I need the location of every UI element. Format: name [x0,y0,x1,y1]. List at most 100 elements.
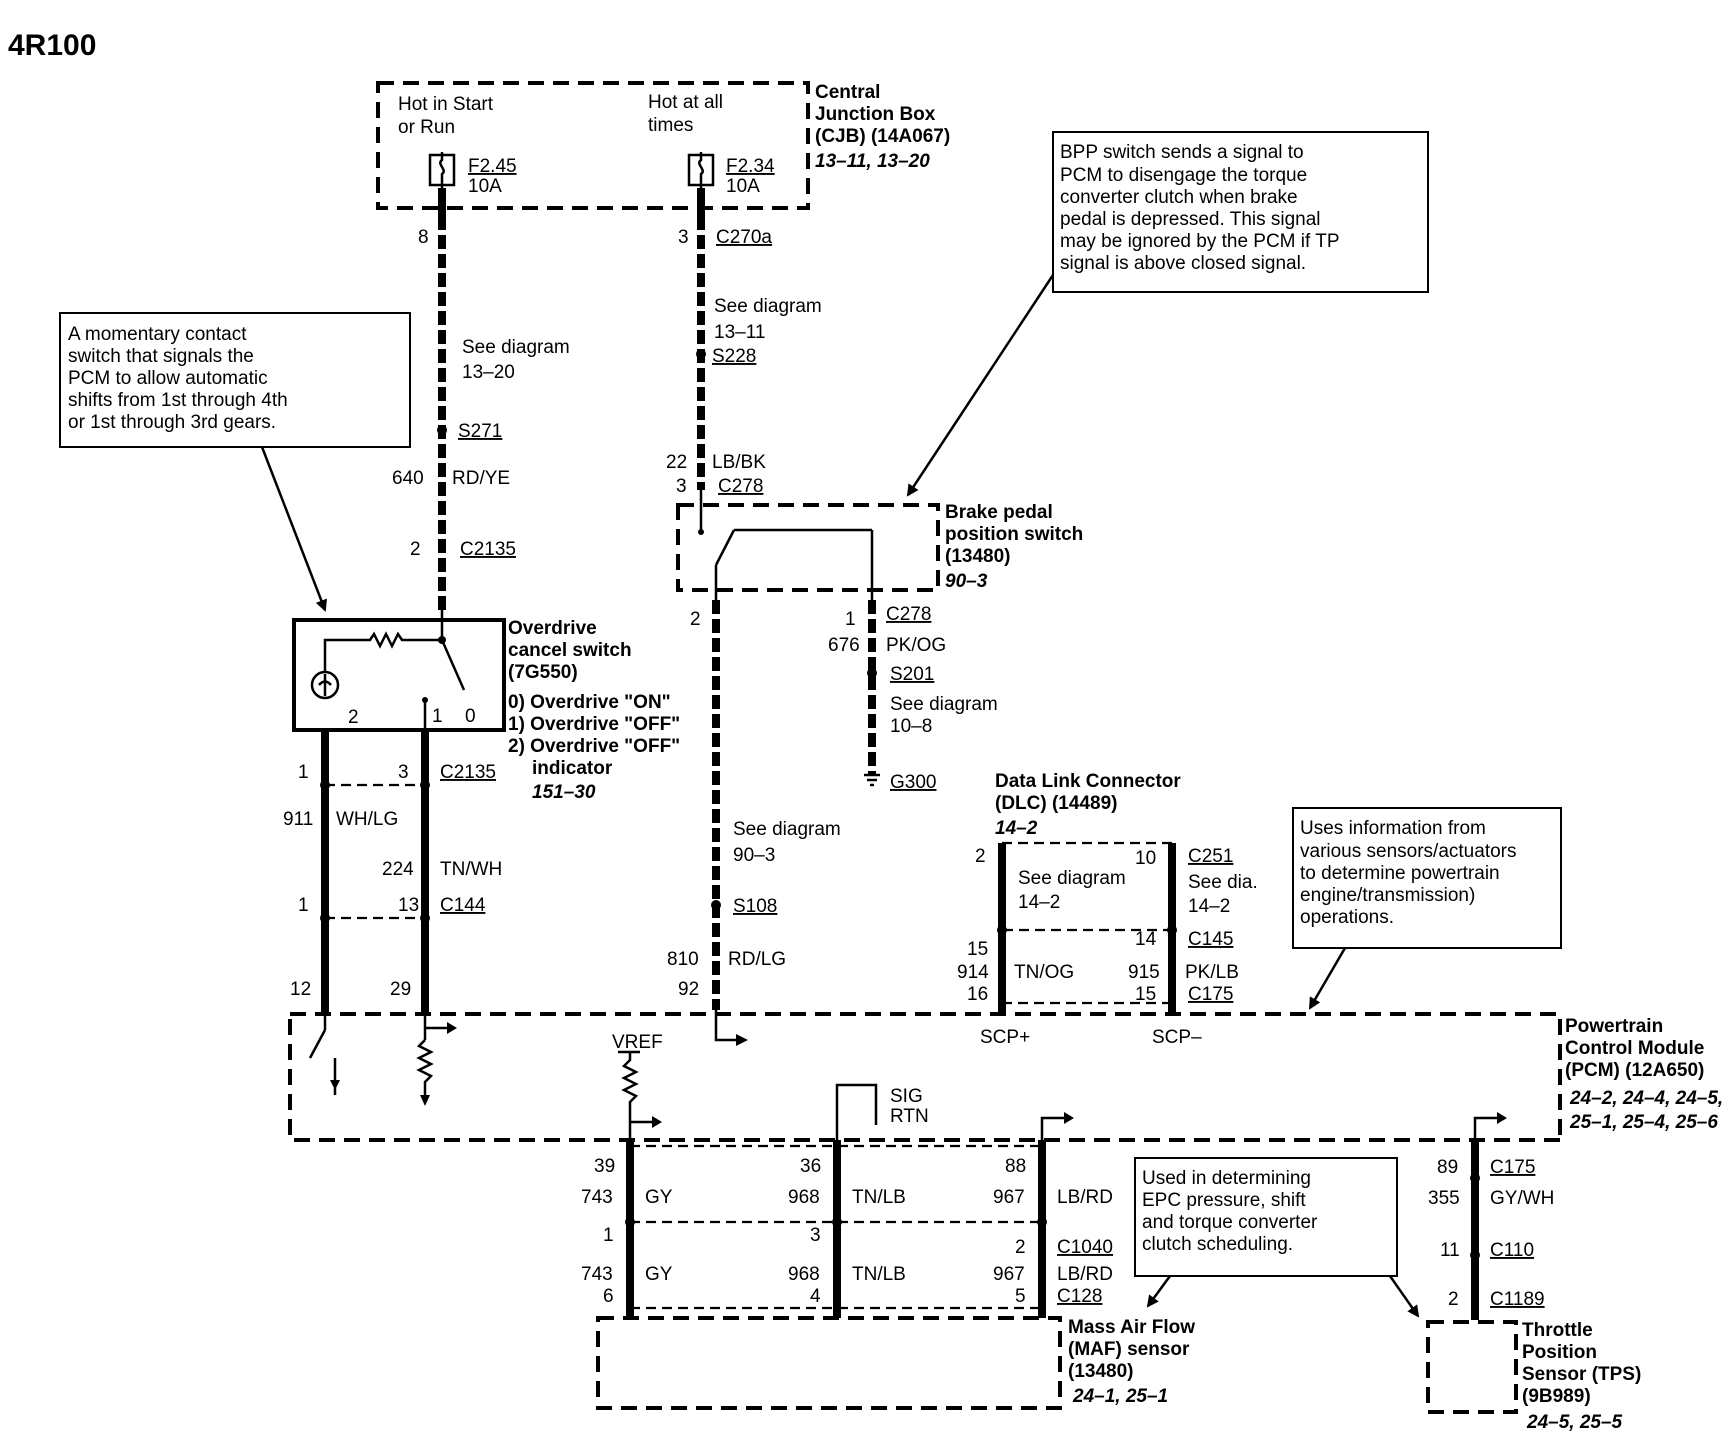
pin-label: 29 [390,979,411,1000]
scp-minus-label: SCP– [1152,1027,1202,1048]
pin-label: 88 [1005,1156,1026,1177]
splice-s201: S201 [890,664,934,685]
wire-color-rdlg: RD/LG [728,949,786,970]
note-bpp-line: pedal is depressed. This signal [1060,209,1321,230]
bpp-switch-label: Brake pedal [945,502,1053,523]
od-pin-1: 1 [432,706,443,727]
pin-label: 16 [967,984,988,1005]
note-momentary-line: A momentary contact [68,324,247,345]
pin-label: 22 [666,452,687,473]
note-momentary-line: or 1st through 3rd gears. [68,412,276,433]
note-bpp-box [1052,131,1429,293]
pin-label: 2 [975,846,986,867]
note-bpp-arrow [906,274,1055,497]
tps-label-3: Sensor (TPS) [1522,1364,1641,1385]
wire-color-rdye: RD/YE [452,468,510,489]
pin-label: 6 [603,1286,614,1307]
circuit-968: 968 [788,1187,820,1208]
pin-label: 11 [1440,1240,1460,1261]
see-diagram-label: See diagram [1018,868,1126,889]
wire-color-pklb: PK/LB [1185,962,1239,983]
pcm-label: Powertrain [1565,1016,1663,1037]
note-epc-arrow [1146,1275,1172,1308]
wire-color-tnlb-b: TN/LB [852,1264,906,1285]
wire-color-gywh: GY/WH [1490,1188,1554,1209]
pin-label: 3 [398,762,409,783]
pin-label: 15 [967,939,988,960]
pin-label: 1 [603,1225,614,1246]
fuse2-name: F2.34 [726,156,775,177]
connector-c251: C251 [1188,846,1233,867]
od-switch-box [292,618,506,732]
note-momentary-box [59,312,411,448]
ground-icon [864,773,880,787]
cjb-hot-all-label: Hot at all [648,92,723,113]
connector-c270a: C270a [716,227,772,248]
see-diagram-label: See diagram [462,337,570,358]
see-diagram-label: See diagram [733,819,841,840]
circuit-640: 640 [392,468,424,489]
maf-label-3: (13480) [1068,1361,1134,1382]
tps-sensor-box [1426,1320,1518,1414]
pin-label: 14 [1135,929,1157,950]
connector-c110: C110 [1490,1240,1534,1261]
cjb-label-2: Junction Box [815,104,936,125]
circuit-810: 810 [667,949,699,970]
sig-rtn-label: SIG [890,1086,923,1107]
fuse-icon [687,152,715,188]
note-pcm-line: to determine powertrain [1300,863,1500,884]
cjb-ref: 13–11, 13–20 [815,151,930,172]
pin-label: 89 [1437,1157,1458,1178]
resistor-icon [416,1039,434,1100]
cjb-hot-all-label-2: times [648,115,693,136]
connector-c2135-b: C2135 [440,762,496,783]
maf-label-2: (MAF) sensor [1068,1339,1190,1360]
circuit-743b: 743 [581,1264,613,1285]
connector-c144: C144 [440,895,486,916]
pcm-label-3: (PCM) (12A650) [1565,1060,1704,1081]
indicator-lamp-icon [310,670,340,700]
circuit-968b: 968 [788,1264,820,1285]
cjb-label-3: (CJB) (14A067) [815,126,950,147]
note-epc-line: clutch scheduling. [1142,1234,1293,1255]
wire-color-whlg: WH/LG [336,809,398,830]
circuit-355: 355 [1428,1188,1460,1209]
connector-c278-b: C278 [886,604,931,625]
dlc-ref: 14–2 [995,818,1038,839]
pin-label: 1 [845,609,856,630]
note-epc-arrow [1388,1275,1420,1318]
see-diagram-ref: 13–20 [462,362,515,383]
see-diagram-ref: 90–3 [733,845,775,866]
connector-c128: C128 [1057,1286,1102,1307]
note-bpp-line: PCM to disengage the torque [1060,165,1307,186]
splice-s228: S228 [712,346,756,367]
fuse2-amp: 10A [726,176,760,197]
pcm-box [288,1012,1562,1142]
connector-c175: C175 [1188,984,1233,1005]
splice-s271: S271 [458,421,502,442]
pin-label: 2 [690,609,701,630]
ground-icon [420,1095,430,1106]
see-diagram-label: See diagram [714,296,822,317]
wire-color-lbrd: LB/RD [1057,1187,1113,1208]
pin-label: 1 [298,895,309,916]
page-title: 4R100 [8,29,96,62]
see-diagram-ref: 13–11 [714,322,765,343]
dlc-label: Data Link Connector [995,771,1181,792]
splice-dot [696,349,706,359]
resistor-icon [618,1050,640,1140]
vref-label: VREF [612,1032,663,1053]
note-momentary-line: shifts from 1st through 4th [68,390,288,411]
maf-sensor-box [596,1316,1062,1410]
pin-label: 2 [1015,1237,1026,1258]
ground-g300: G300 [890,772,936,793]
circuit-914: 914 [957,962,989,983]
fuse1-amp: 10A [468,176,502,197]
circuit-967: 967 [993,1187,1025,1208]
wire-color-tnog: TN/OG [1014,962,1074,983]
circuit-224: 224 [382,859,414,880]
pcm-ref-2: 25–1, 25–4, 25–6 [1569,1112,1718,1133]
scp-plus-label: SCP+ [980,1027,1030,1048]
